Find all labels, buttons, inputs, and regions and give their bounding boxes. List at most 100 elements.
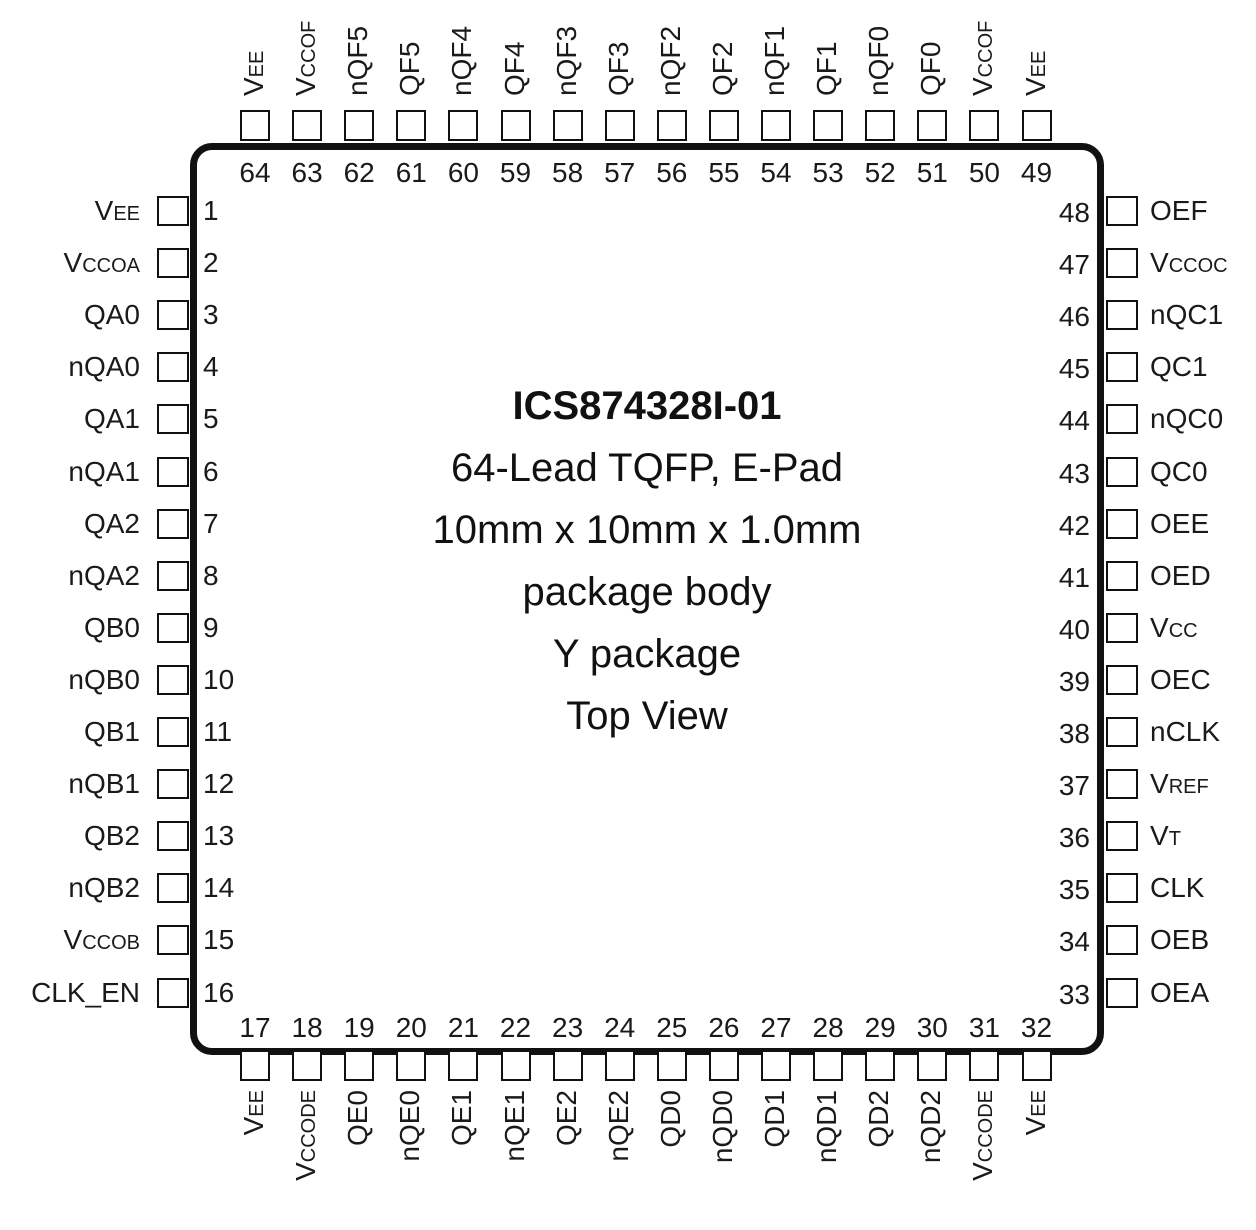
pin-pad <box>157 404 189 435</box>
pin-label: QF5 <box>394 41 426 96</box>
pin-number: 62 <box>343 157 375 188</box>
pin-label-main: OEF <box>1150 195 1208 226</box>
pin-number: 30 <box>916 1012 948 1043</box>
pin-number: 4 <box>203 351 219 383</box>
pin-label-main: nCLK <box>1150 716 1221 747</box>
pin-number: 16 <box>203 976 235 1008</box>
pin-label-main: nQC1 <box>1150 299 1224 331</box>
pin-label-subscript: CCOF <box>975 20 998 78</box>
pin-number: 44 <box>1058 405 1090 437</box>
pin-number: 45 <box>1058 353 1090 385</box>
pin-number: 49 <box>1020 157 1053 188</box>
pin-label-main: nQE1 <box>498 1090 530 1162</box>
pin-number: 23 <box>552 1012 584 1043</box>
pin-pad <box>157 196 189 226</box>
pin-number: 51 <box>916 157 948 188</box>
dimensions-line: 10mm x 10mm x 1.0mm <box>432 508 862 552</box>
pin-label-main: nQD1 <box>811 1090 843 1164</box>
pin-label: QA0 <box>0 301 140 329</box>
pin-number: 24 <box>604 1012 636 1043</box>
pin-number: 18 <box>291 1012 323 1043</box>
pin-pad <box>656 110 687 141</box>
pin-label: QE2 <box>551 1090 582 1230</box>
pin-label: nQC1 <box>1150 301 1223 329</box>
pin-pad <box>1021 110 1052 141</box>
body-line: package body <box>522 570 772 614</box>
pin-label: VREF <box>1150 770 1209 798</box>
pin-number: 64 <box>239 157 271 188</box>
pin-pad <box>813 1050 844 1081</box>
pin-pad <box>1106 404 1138 435</box>
pin-label: OEC <box>1150 665 1211 694</box>
pin-number: 56 <box>656 157 688 188</box>
pin-label-main: V <box>1019 1116 1051 1136</box>
pin-label: nQB2 <box>0 874 140 902</box>
pin-pad <box>604 110 635 141</box>
pin-number: 28 <box>812 1012 844 1043</box>
pin-label-main: QE1 <box>446 1090 478 1147</box>
pin-number: 11 <box>203 716 233 747</box>
pin-label: QF4 <box>498 41 530 96</box>
pin-label: nQF2 <box>655 26 686 96</box>
pin-label-subscript: CCOA <box>82 255 140 278</box>
pin-pad <box>969 1050 1000 1081</box>
pin-number: 42 <box>1058 509 1090 541</box>
pin-number: 2 <box>203 247 219 279</box>
pin-number: 36 <box>1058 822 1090 854</box>
pin-pad <box>240 110 270 141</box>
pin-pad <box>157 977 189 1008</box>
pin-number: 40 <box>1058 613 1090 645</box>
pin-pad <box>761 1050 791 1081</box>
pin-label-subscript: EE <box>1027 1090 1050 1117</box>
pin-label-main: OED <box>1150 559 1211 591</box>
pin-label: CLK <box>1150 874 1204 902</box>
pin-number: 55 <box>708 157 740 188</box>
pin-pad <box>1106 248 1138 279</box>
pin-pad <box>292 110 323 141</box>
pin-pad <box>1106 873 1138 904</box>
pin-label-main: V <box>63 924 83 956</box>
pin-pad <box>708 1050 739 1081</box>
pin-label-main: QF4 <box>498 41 530 96</box>
pin-pad <box>552 110 583 141</box>
pin-label: VCCOC <box>1150 249 1228 277</box>
pin-label-main: QE0 <box>342 1090 374 1147</box>
pin-pad <box>448 1050 479 1081</box>
pin-label: nQF4 <box>446 25 478 96</box>
pin-label: nQB0 <box>0 665 140 694</box>
pin-number: 57 <box>604 157 636 188</box>
pin-pad <box>1106 925 1138 956</box>
pin-label-main: OEE <box>1150 507 1210 539</box>
pin-label-main: V <box>290 1162 322 1181</box>
pin-label: VCCODE <box>967 1090 998 1230</box>
pin-label: QA1 <box>0 405 140 433</box>
pin-label: OEB <box>1150 926 1209 954</box>
pin-pad <box>157 717 189 747</box>
pin-number: 47 <box>1058 249 1090 281</box>
pin-label: QF3 <box>603 42 634 96</box>
pin-label-main: nQA1 <box>68 455 140 487</box>
pin-pad <box>157 456 189 487</box>
pin-number: 34 <box>1058 926 1090 958</box>
pin-pad <box>157 560 189 591</box>
pin-number: 12 <box>203 768 235 800</box>
pin-label: QB2 <box>0 822 140 850</box>
pin-label: nQA1 <box>0 455 140 487</box>
pin-label-main: nQA2 <box>68 559 140 591</box>
pin-label: QD1 <box>759 1090 790 1230</box>
pin-pad <box>500 110 531 141</box>
pin-number: 29 <box>864 1012 896 1043</box>
pin-label: nQE0 <box>394 1090 425 1230</box>
pin-label: QD2 <box>863 1090 894 1230</box>
pin-label: nQB1 <box>0 770 140 798</box>
pin-pad <box>157 769 189 800</box>
pin-number: 53 <box>812 157 844 188</box>
pin-number: 22 <box>499 1012 532 1043</box>
pin-pad <box>157 352 189 383</box>
pin-label: QF0 <box>915 42 946 96</box>
pin-label-main: QF5 <box>394 41 426 96</box>
pin-pad <box>292 1050 323 1081</box>
pin-label: nQF0 <box>863 26 894 96</box>
pin-pad <box>157 300 189 331</box>
pin-label-main: nQF4 <box>446 25 478 96</box>
